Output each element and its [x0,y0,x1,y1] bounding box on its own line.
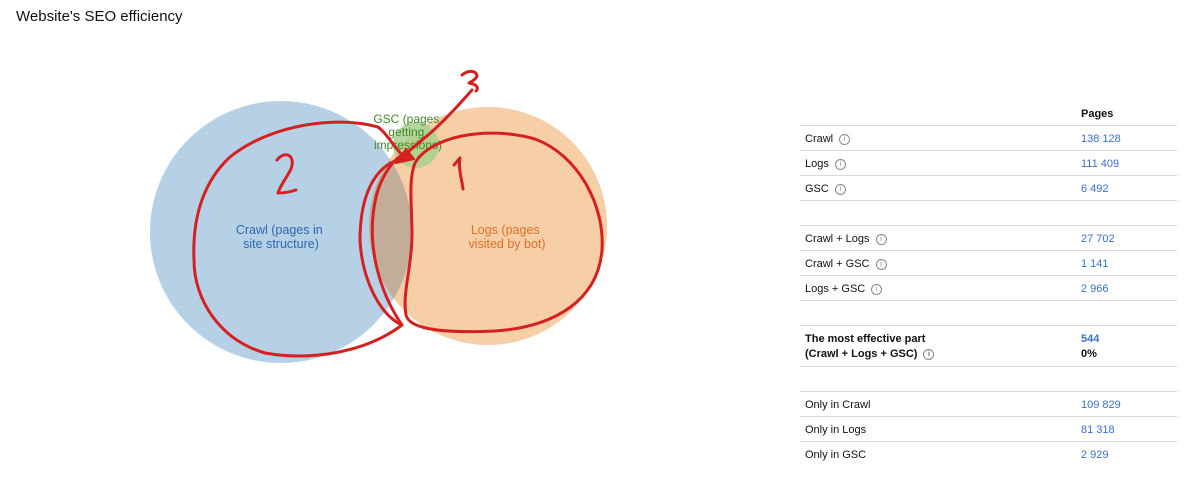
row-value-link[interactable]: 6 492 [1081,183,1109,195]
row-label: Logs + GSC [805,283,866,295]
row-label: Logs [805,158,829,170]
info-icon[interactable]: i [871,284,883,295]
row-label: Only in GSC [805,449,867,461]
venn-diagram: Crawl (pages in site structure) Logs (pa… [150,55,710,385]
effective-percent: 0% [1081,348,1097,360]
effective-part-row: The most effective part (Crawl + Logs + … [800,326,1177,367]
row-label: Crawl [805,133,834,145]
row-value-link[interactable]: 2 966 [1081,283,1109,295]
table-row: Only in Crawl 109 829 [800,392,1177,417]
info-icon[interactable]: i [923,349,935,360]
table-row: Only in Logs 81 318 [800,417,1177,442]
crawl-circle [150,101,412,363]
row-value-link[interactable]: 2 929 [1081,449,1109,461]
row-value-link[interactable]: 1 141 [1081,258,1109,270]
row-value-link[interactable]: 138 128 [1081,133,1121,145]
row-separator [800,367,1177,392]
table-row: Logs + GSC i 2 966 [800,276,1177,301]
overlap-hand-outline [358,158,404,327]
table-header: Pages [800,103,1177,126]
number-1-mark [452,156,465,191]
table-row: Crawl + Logs i 27 702 [800,226,1177,251]
logs-hand-circle [403,131,604,334]
effective-value-link[interactable]: 544 [1081,333,1100,345]
row-label: Crawl + Logs [805,233,870,245]
row-label: GSC [805,183,829,195]
row-value-link[interactable]: 109 829 [1081,399,1121,411]
info-icon[interactable]: i [834,159,846,170]
logs-label: Logs (pages visited by bot) [468,223,545,251]
row-label: Only in Crawl [805,399,871,411]
row-label: Crawl + GSC [805,258,870,270]
table-row: Only in GSC 2 929 [800,442,1177,466]
crawl-label: Crawl (pages in site structure) [236,223,326,251]
arrow-head [395,148,415,164]
info-icon[interactable]: i [875,259,887,270]
pages-column-header: Pages [1081,108,1114,120]
info-icon[interactable]: i [839,134,851,145]
row-value-link[interactable]: 27 702 [1081,233,1115,245]
crawl-hand-circle [192,120,404,358]
logs-circle [369,107,607,345]
effective-label-line1: The most effective part [805,333,926,345]
row-value-link[interactable]: 81 318 [1081,424,1115,436]
number-2-mark [275,153,298,195]
table-row: GSC i 6 492 [800,176,1177,201]
row-value-link[interactable]: 111 409 [1081,158,1120,170]
effective-label-line2: (Crawl + Logs + GSC) [805,348,918,360]
table-row: Crawl + GSC i 1 141 [800,251,1177,276]
row-separator [800,301,1177,326]
page-title: Website's SEO efficiency [16,8,183,25]
number-3-mark [460,69,479,93]
row-label: Only in Logs [805,424,867,436]
info-icon[interactable]: i [834,184,846,195]
row-separator [800,201,1177,226]
info-icon[interactable]: i [875,234,887,245]
